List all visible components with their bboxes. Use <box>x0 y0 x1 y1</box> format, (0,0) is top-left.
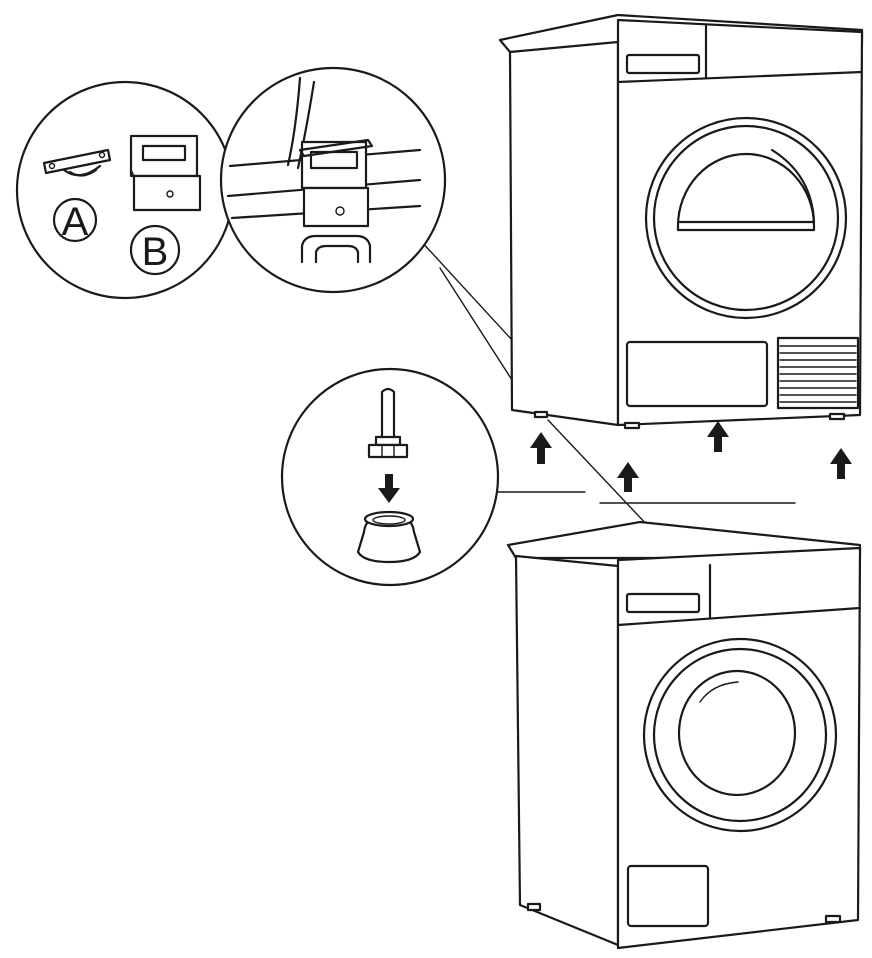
label-b: B <box>142 230 169 274</box>
dryer-door <box>644 116 848 320</box>
dryer <box>498 13 864 430</box>
dryer-filter-panel <box>625 340 769 408</box>
washer-door <box>642 637 838 833</box>
adjustable-foot <box>367 387 409 459</box>
arrow-down-icon <box>378 474 400 503</box>
label-a: A <box>62 200 89 244</box>
rubber-foot-cup <box>356 510 422 564</box>
part-b-illustration <box>129 134 202 212</box>
lift-arrows <box>530 421 852 492</box>
washer-service-hatch <box>626 864 710 928</box>
part-a-illustration <box>42 148 112 177</box>
arrow-up-icon <box>707 421 729 452</box>
washer-side <box>514 554 620 947</box>
arrow-up-icon <box>830 448 852 479</box>
dryer-vent-grille <box>776 336 860 410</box>
dryer-door-ring <box>652 124 840 312</box>
detail-feet <box>280 367 500 587</box>
washer-drawer <box>625 592 701 614</box>
washing-machine <box>506 520 862 950</box>
washer-door-ring <box>652 647 828 823</box>
washer-window <box>677 669 797 797</box>
arrow-up-icon <box>530 432 552 464</box>
arrow-up-icon <box>617 462 639 492</box>
mounted-bracket <box>298 138 374 228</box>
dryer-side <box>508 40 620 427</box>
detail-mounting <box>219 66 447 294</box>
dryer-drawer <box>625 53 701 75</box>
leader-lines <box>419 239 796 529</box>
washer-front <box>616 546 862 950</box>
detail-parts: A B <box>15 80 235 300</box>
